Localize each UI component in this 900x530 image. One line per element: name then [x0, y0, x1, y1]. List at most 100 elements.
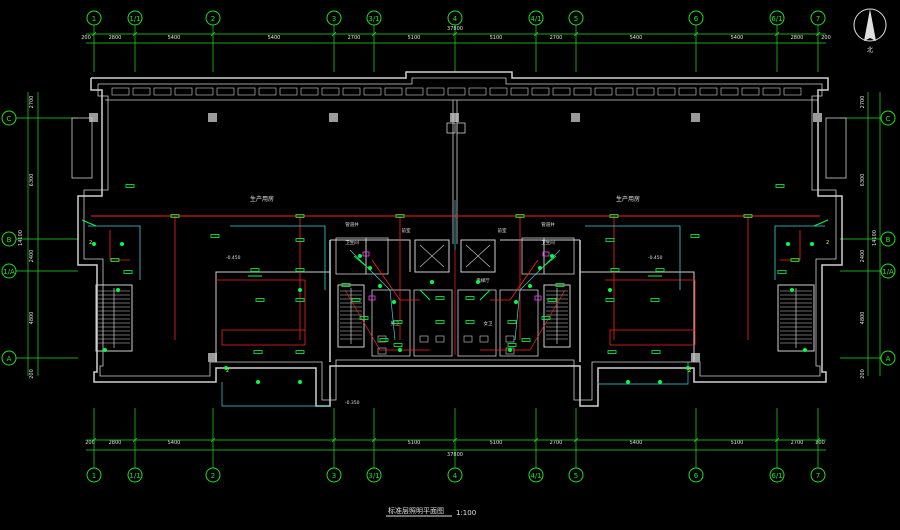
grid-axis-right: C B 1/A A	[880, 110, 896, 366]
grid-label: B	[886, 236, 891, 244]
light-fixture	[393, 343, 403, 347]
grid-label: 5	[574, 472, 578, 480]
circuit-cyan	[88, 225, 141, 280]
light-fixture	[655, 268, 665, 272]
column	[329, 113, 338, 122]
switch-symbol	[528, 284, 532, 288]
dimension-label: 5400	[731, 35, 744, 41]
dimension-label: 5400	[168, 440, 181, 446]
dimension-tick	[331, 437, 337, 443]
column	[446, 122, 456, 134]
dimension-tick	[774, 31, 780, 37]
circuit-number: 2	[89, 240, 92, 246]
window	[258, 87, 277, 96]
dimension-label: 5100	[731, 440, 744, 446]
light-fixture	[465, 296, 475, 300]
grid-bubble-right-c: C	[880, 110, 896, 126]
grid-bubble-top-5: 5	[568, 10, 584, 26]
switch-symbol	[103, 348, 107, 352]
dimension-label: 5100	[408, 440, 421, 446]
switch-symbol	[224, 366, 228, 370]
switch-symbol	[92, 242, 96, 246]
grid-label: 2	[211, 472, 215, 480]
switch-symbol	[786, 242, 790, 246]
window	[426, 87, 445, 96]
grid-label: 4/1	[530, 472, 541, 480]
light-fixture	[790, 258, 800, 262]
grid-axis-bottom: 1 1/1 2 3 3/1 4 4/1 5 6 6/1 7	[86, 467, 826, 483]
grid-label: B	[7, 236, 12, 244]
elevation-label: -0.450	[648, 255, 663, 261]
dimension-label: 2400	[29, 250, 35, 263]
light-fixture	[379, 338, 389, 342]
dimension-label: 2800	[109, 440, 122, 446]
toilet-room	[371, 289, 411, 357]
room-label-small: 卫生间	[345, 239, 359, 246]
grid-bubble-right-b: B	[880, 231, 896, 247]
dimension-string-top: 37800 200 2800 5400 5400 2700 5100 5100 …	[81, 26, 831, 41]
grid-bubble-top-4: 4	[447, 10, 463, 26]
light-fixture	[295, 238, 305, 242]
light-fixture	[651, 350, 661, 354]
grid-label: 6	[694, 15, 699, 23]
toilet-room	[499, 289, 539, 357]
grid-label: 5	[574, 15, 578, 23]
dimension-label: 2700	[791, 440, 804, 446]
panel-box	[362, 251, 370, 257]
grid-label: 4	[453, 15, 458, 23]
sanitary-fixture	[479, 335, 489, 343]
window	[468, 87, 487, 96]
light-fixture	[609, 214, 619, 218]
dimension-label: 200	[821, 35, 831, 41]
light-fixture	[435, 296, 445, 300]
dimension-label: 6300	[860, 174, 866, 187]
dimension-tick	[452, 31, 458, 37]
window	[699, 87, 718, 96]
wiring-green	[813, 219, 829, 227]
circuit-number: 2	[688, 368, 691, 374]
grid-label: 1/1	[129, 15, 140, 23]
window	[237, 87, 256, 96]
window	[405, 87, 424, 96]
light-fixture	[650, 298, 660, 302]
window	[657, 87, 676, 96]
window	[489, 87, 508, 96]
switch-symbol	[658, 380, 662, 384]
grid-bubble-left-b: B	[1, 231, 17, 247]
dimension-label: 5400	[168, 35, 181, 41]
switch-symbol	[803, 348, 807, 352]
column	[456, 122, 466, 134]
light-fixture	[295, 214, 305, 218]
light-fixture	[295, 350, 305, 354]
window	[321, 87, 340, 96]
dimension-tick	[815, 437, 821, 443]
window	[636, 87, 655, 96]
light-fixture	[507, 343, 517, 347]
switch-symbol	[298, 288, 302, 292]
light-fixture	[465, 320, 475, 324]
window	[363, 87, 382, 96]
wall	[330, 239, 411, 272]
dimension-tick	[371, 31, 377, 37]
toilet-room	[457, 289, 497, 357]
window	[573, 87, 592, 96]
grid-label: 3	[332, 472, 336, 480]
grid-label: 4	[453, 472, 458, 480]
room-label-small: 电梯厅	[476, 277, 490, 284]
drawing-title: 标准层照明平面图	[388, 506, 444, 515]
circuit-cyan	[597, 362, 689, 385]
circuit-wire	[371, 259, 420, 301]
interior-wall-line	[83, 77, 837, 401]
dimension-tick	[693, 31, 699, 37]
sanitary-fixture	[463, 335, 473, 343]
light-fixture	[547, 298, 557, 302]
grid-label: 1/A	[3, 268, 15, 276]
light-fixture	[341, 283, 351, 287]
light-fixture	[123, 270, 133, 274]
column	[208, 113, 217, 122]
panel-box	[534, 295, 542, 301]
grid-bubble-bottom-7: 7	[810, 467, 826, 483]
grid-bubble-left-a: A	[1, 350, 17, 366]
sanitary-fixture	[419, 335, 429, 343]
